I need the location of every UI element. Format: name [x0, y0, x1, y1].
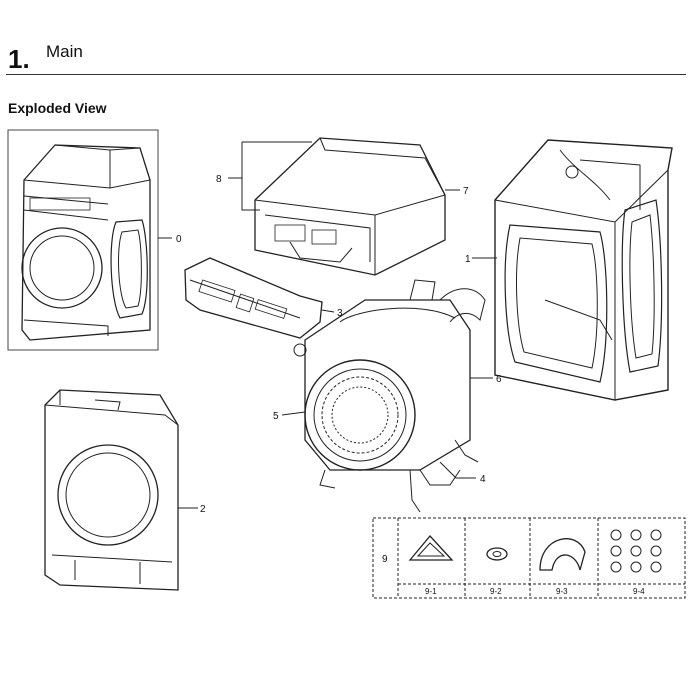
callout-3: 3 [337, 308, 343, 319]
kit-item-9-1: 9-1 [425, 587, 437, 596]
part-0-complete-washer [7, 129, 159, 351]
callout-7: 7 [463, 186, 469, 197]
callout-6: 6 [496, 374, 502, 385]
part-2-front-panel [44, 389, 179, 591]
part-1-cabinet [494, 139, 673, 401]
part-9-accessory-kit [372, 517, 686, 599]
part-3-control-panel [184, 257, 323, 339]
kit-9-3-drawing [539, 538, 586, 571]
section-number: 1. [8, 44, 30, 74]
leader-8 [228, 141, 312, 211]
header-rule [6, 74, 686, 75]
kit-item-9-4: 9-4 [633, 587, 645, 596]
leader-5 [281, 411, 306, 416]
callout-0: 0 [176, 234, 182, 245]
kit-label: 9 [382, 554, 388, 565]
kit-item-9-3: 9-3 [556, 587, 568, 596]
exploded-view-title: Exploded View [8, 100, 107, 116]
callout-5: 5 [273, 411, 279, 422]
part-7-top-panel [254, 137, 446, 276]
callout-4: 4 [480, 474, 486, 485]
callout-2: 2 [200, 504, 206, 515]
kit-9-4-drawing [610, 529, 662, 573]
part-6-tub-assembly [293, 279, 486, 513]
kit-9-2-drawing [486, 547, 508, 561]
kit-9-1-drawing [408, 535, 454, 561]
section-title: Main [46, 42, 83, 61]
leader-3 [321, 309, 335, 313]
callout-1: 1 [465, 254, 471, 265]
callout-8: 8 [216, 174, 222, 185]
leader-4 [439, 461, 476, 479]
kit-item-9-2: 9-2 [490, 587, 502, 596]
